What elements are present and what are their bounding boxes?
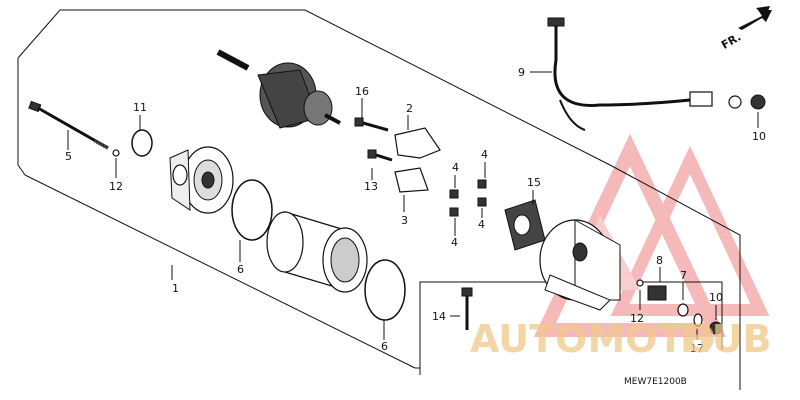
label-14: 14 [432, 310, 446, 323]
watermark-text-part1: AUTOMOTO [470, 317, 716, 361]
watermark-text: AUTOMOTO HUB [470, 317, 772, 361]
label-7: 7 [680, 269, 687, 282]
front-direction-arrow [738, 6, 772, 30]
watermark-text-part2: HUB [680, 317, 772, 361]
part-labels: 1 2 3 4 4 4 4 5 6 6 7 8 9 10 10 11 12 12… [65, 66, 766, 355]
rear-cover [539, 219, 621, 311]
front-cover [169, 146, 234, 214]
label-3: 3 [401, 214, 408, 227]
label-4a: 4 [452, 161, 459, 174]
label-17: 17 [690, 342, 704, 355]
label-8: 8 [656, 254, 663, 267]
label-4b: 4 [481, 148, 488, 161]
brush-plate-part-15 [504, 199, 546, 251]
o-ring-part-6-front [231, 179, 273, 241]
label-6a: 6 [237, 263, 244, 276]
label-12a: 12 [109, 180, 123, 193]
label-12b: 12 [630, 312, 644, 325]
label-11: 11 [133, 101, 147, 114]
screw-part-16 [354, 117, 389, 132]
label-1: 1 [172, 282, 179, 295]
armature [216, 49, 341, 129]
bolt-part-14 [461, 287, 473, 330]
washer-part-12 [112, 149, 120, 157]
diagram-code: MEW7E1200B [624, 377, 687, 387]
label-9: 9 [518, 66, 525, 79]
brush-holder-part-2 [394, 127, 441, 159]
label-13: 13 [364, 180, 378, 193]
insulator-part-8 [647, 285, 667, 301]
label-16: 16 [355, 85, 369, 98]
label-5: 5 [65, 150, 72, 163]
washer-part-7 [677, 303, 689, 317]
brush-part-4c [449, 207, 459, 217]
assembly-outline [17, 9, 741, 390]
washer-part-17 [693, 313, 703, 327]
brush-part-4b [477, 179, 487, 189]
starter-cable-part-9 [547, 17, 742, 131]
screw-part-13 [367, 149, 393, 162]
terminal-part-3 [394, 167, 429, 193]
bolt-part-5 [28, 100, 109, 150]
brush-part-4d [477, 197, 487, 207]
label-4d: 4 [478, 218, 485, 231]
brush-part-4a [449, 189, 459, 199]
label-2: 2 [406, 102, 413, 115]
label-4c: 4 [451, 236, 458, 249]
label-15: 15 [527, 176, 541, 189]
fr-label: FR. [719, 30, 743, 51]
starter-yoke [266, 211, 368, 293]
o-ring-part-11 [131, 129, 153, 157]
nut-part-10a [750, 94, 766, 110]
washer-part-12b [636, 279, 644, 287]
o-ring-part-6-rear [364, 259, 406, 321]
nut-part-10b [709, 321, 723, 335]
label-10a: 10 [752, 130, 766, 143]
label-6b: 6 [381, 340, 388, 353]
leader-lines [67, 71, 759, 340]
label-10b: 10 [709, 291, 723, 304]
